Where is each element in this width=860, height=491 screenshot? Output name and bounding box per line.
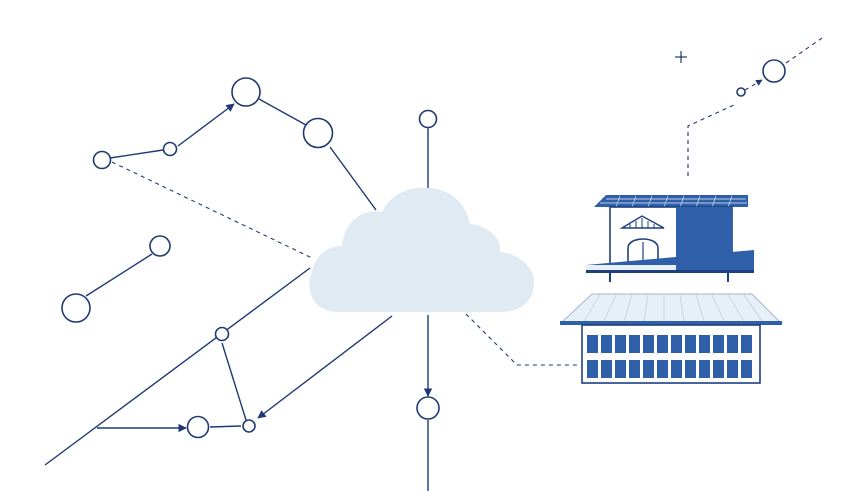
node-f [214,326,230,342]
link-cloud-to-h [257,315,393,419]
dashed-a-cloud [111,161,313,259]
node-g [186,415,210,439]
node-b [162,141,178,157]
node-dashed-large [762,59,786,83]
dashed-cloud-building [465,313,578,366]
link-junction-f [221,342,247,421]
link-a-b [109,149,164,159]
node-left-large [61,293,91,323]
node-top [418,109,438,129]
warehouse-building-icon [560,293,782,384]
cloud-icon [309,187,535,312]
link-c-d [258,98,307,126]
dashed-small-to-node [744,79,763,91]
node-dashed-small [736,87,746,97]
node-a [92,150,112,170]
node-h [242,419,256,433]
node-bottom [416,396,440,420]
house-building-icon [586,195,754,282]
dashed-building-top [687,103,737,176]
dashed-node-out [785,37,823,64]
link-long-diagonal [44,267,311,466]
node-d [302,117,334,149]
connection-lines [44,98,433,491]
dashed-lines [111,37,823,366]
network-nodes [61,59,786,439]
node-left-small [149,235,171,257]
link-left-pair [85,253,153,297]
node-c [231,77,261,107]
link-b-c [177,103,235,147]
link-g-h [209,425,242,428]
link-d-cloud [329,146,377,211]
plus-icon [675,51,687,63]
